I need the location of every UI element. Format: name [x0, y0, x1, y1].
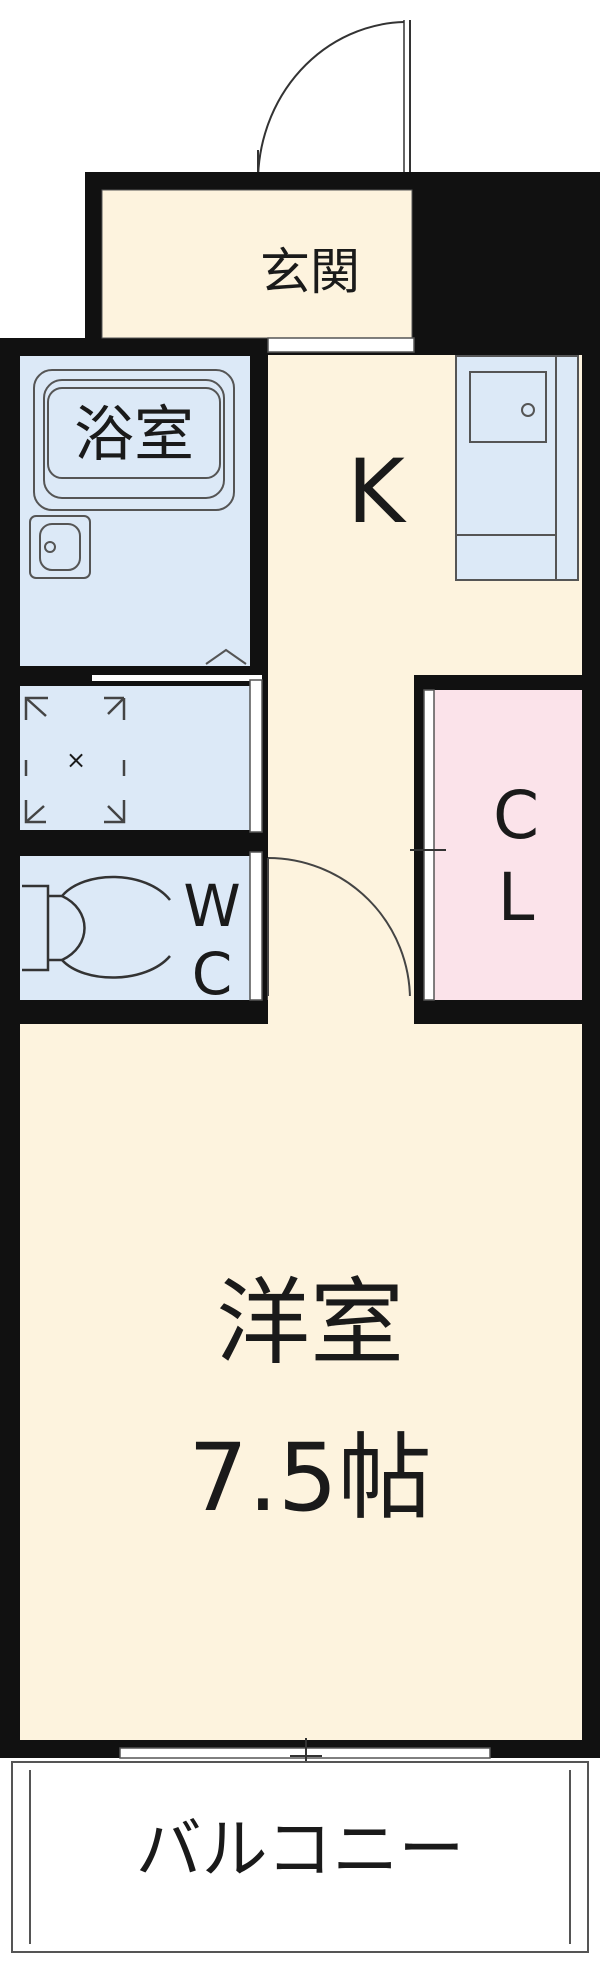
closet-label-l: L [498, 859, 535, 936]
washing-machine-pan [24, 696, 126, 824]
kitchen-counter [455, 355, 579, 581]
balcony-floor [11, 1761, 589, 1953]
western-room-size: 7.5帖 [188, 1424, 432, 1533]
toilet-bowl [22, 875, 171, 979]
entrance-step [267, 337, 415, 353]
closet-floor [432, 690, 582, 1000]
closet-front [423, 689, 435, 1001]
washroom-floor [20, 686, 250, 830]
toilet-label-c: C [192, 940, 233, 1008]
toilet-partition [249, 851, 263, 1001]
entrance-floor [101, 189, 413, 339]
closet-label-c: C [493, 777, 539, 854]
bathroom-label: 浴室 [74, 400, 194, 470]
balcony-label: バルコニー [136, 1811, 465, 1888]
entrance-door [257, 20, 411, 191]
kitchen-label: K [347, 440, 407, 543]
washroom-drain-mark: × [66, 746, 86, 774]
bathroom-label-box: 浴室 [47, 387, 221, 479]
entrance-label: 玄関 [260, 243, 360, 301]
toilet-label-w: W [183, 872, 240, 940]
western-room-floor [20, 1024, 582, 1740]
bathroom-sink [29, 515, 91, 579]
bedroom-entry-gap [268, 996, 414, 1028]
corridor-floor [268, 670, 414, 1000]
bathroom-door-marker [205, 648, 247, 665]
washroom-partition [249, 679, 263, 833]
western-room-label: 洋室 [216, 1269, 404, 1378]
